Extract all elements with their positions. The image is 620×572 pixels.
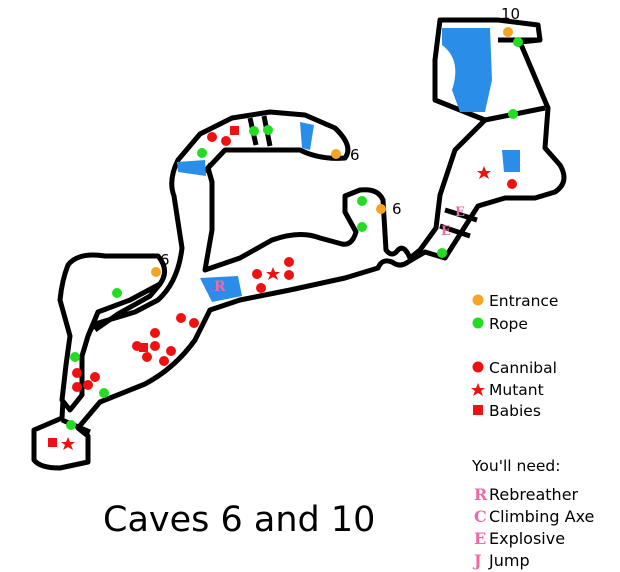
inner-wall-top xyxy=(203,162,215,230)
legend-label: Rope xyxy=(489,315,528,333)
entrance-marker xyxy=(331,149,341,159)
requirement-letter: R xyxy=(474,485,488,504)
cannibal-marker xyxy=(72,368,82,378)
mutant-marker xyxy=(477,166,491,179)
requirement-letter: C xyxy=(474,507,487,526)
rope-marker xyxy=(99,388,109,398)
cannibal-marker xyxy=(221,136,231,146)
cannibal-marker xyxy=(252,269,262,279)
entrance-markers xyxy=(151,27,513,277)
babies-marker xyxy=(230,126,239,135)
rope-markers xyxy=(66,37,523,430)
legend-entrance-symbol xyxy=(472,294,484,306)
requirement-letter: J xyxy=(474,551,482,570)
cave-number-label: 10 xyxy=(501,5,521,23)
cave-outline xyxy=(31,17,567,471)
water-top-right xyxy=(442,28,492,112)
cannibal-marker xyxy=(72,382,82,392)
cannibal-marker xyxy=(142,352,152,362)
rope-marker xyxy=(66,420,76,430)
cannibal-marker xyxy=(189,318,199,328)
cannibal-marker xyxy=(150,341,160,351)
cannibal-marker xyxy=(90,372,100,382)
rope-marker xyxy=(112,288,122,298)
mutant-marker xyxy=(266,267,280,280)
rope-marker xyxy=(249,126,259,136)
requirement-label: Explosive xyxy=(489,529,566,548)
requirement-label: Climbing Axe xyxy=(489,507,595,526)
cave-number-label: 6 xyxy=(160,251,170,269)
babies-marker xyxy=(139,343,148,352)
legend-mutant-symbol xyxy=(471,383,485,396)
page-title: Caves 6 and 10 xyxy=(103,500,376,540)
rope-marker xyxy=(197,148,207,158)
legend-label: Mutant xyxy=(489,381,544,399)
rope-marker xyxy=(357,196,367,206)
cannibal-marker xyxy=(507,179,517,189)
entrance-marker xyxy=(376,204,386,214)
cave-outline-left-branch xyxy=(57,252,167,413)
requirement-marker-explosive: E xyxy=(455,205,465,220)
cave-number-label: 6 xyxy=(350,146,360,164)
cannibal-marker xyxy=(166,346,176,356)
rope-marker xyxy=(263,125,273,135)
cannibal-marker xyxy=(83,380,93,390)
entrance-marker xyxy=(151,267,161,277)
water-left-top xyxy=(177,160,206,176)
requirements-title: You'll need: xyxy=(472,457,561,475)
legend-label: Cannibal xyxy=(489,359,557,377)
legend-rope-symbol xyxy=(472,317,484,329)
babies-markers xyxy=(48,126,239,447)
legend-label: Babies xyxy=(489,402,541,420)
inner-wall-right xyxy=(93,282,162,333)
water-top xyxy=(300,122,314,150)
cannibal-marker xyxy=(207,132,217,142)
babies-marker xyxy=(48,438,57,447)
requirement-marker-explosive: E xyxy=(441,224,451,239)
cannibal-marker xyxy=(284,257,294,267)
legend-babies-symbol xyxy=(473,405,483,415)
rope-marker xyxy=(357,222,367,232)
rope-marker xyxy=(508,109,518,119)
rope-marker xyxy=(437,248,447,258)
cave-number-label: 6 xyxy=(392,200,402,218)
legend-label: Entrance xyxy=(489,292,559,310)
rope-marker xyxy=(513,37,523,47)
water-rebreather xyxy=(200,276,242,302)
water-right xyxy=(502,150,520,172)
cannibal-marker xyxy=(159,356,169,366)
mutant-markers xyxy=(61,166,491,450)
cannibal-marker xyxy=(284,270,294,280)
cannibal-marker xyxy=(176,313,186,323)
cannibal-marker xyxy=(256,283,266,293)
requirement-marker-rebreather: R xyxy=(214,279,226,295)
rope-marker xyxy=(70,352,80,362)
cannibal-marker xyxy=(150,328,160,338)
entrance-marker xyxy=(503,27,513,37)
requirement-letter: E xyxy=(474,529,487,548)
mutant-marker xyxy=(61,437,75,450)
requirement-item: J Jump xyxy=(474,551,530,570)
requirement-label: Rebreather xyxy=(489,485,579,504)
legend-cannibal-symbol xyxy=(472,361,484,373)
requirement-label: Jump xyxy=(489,551,530,570)
